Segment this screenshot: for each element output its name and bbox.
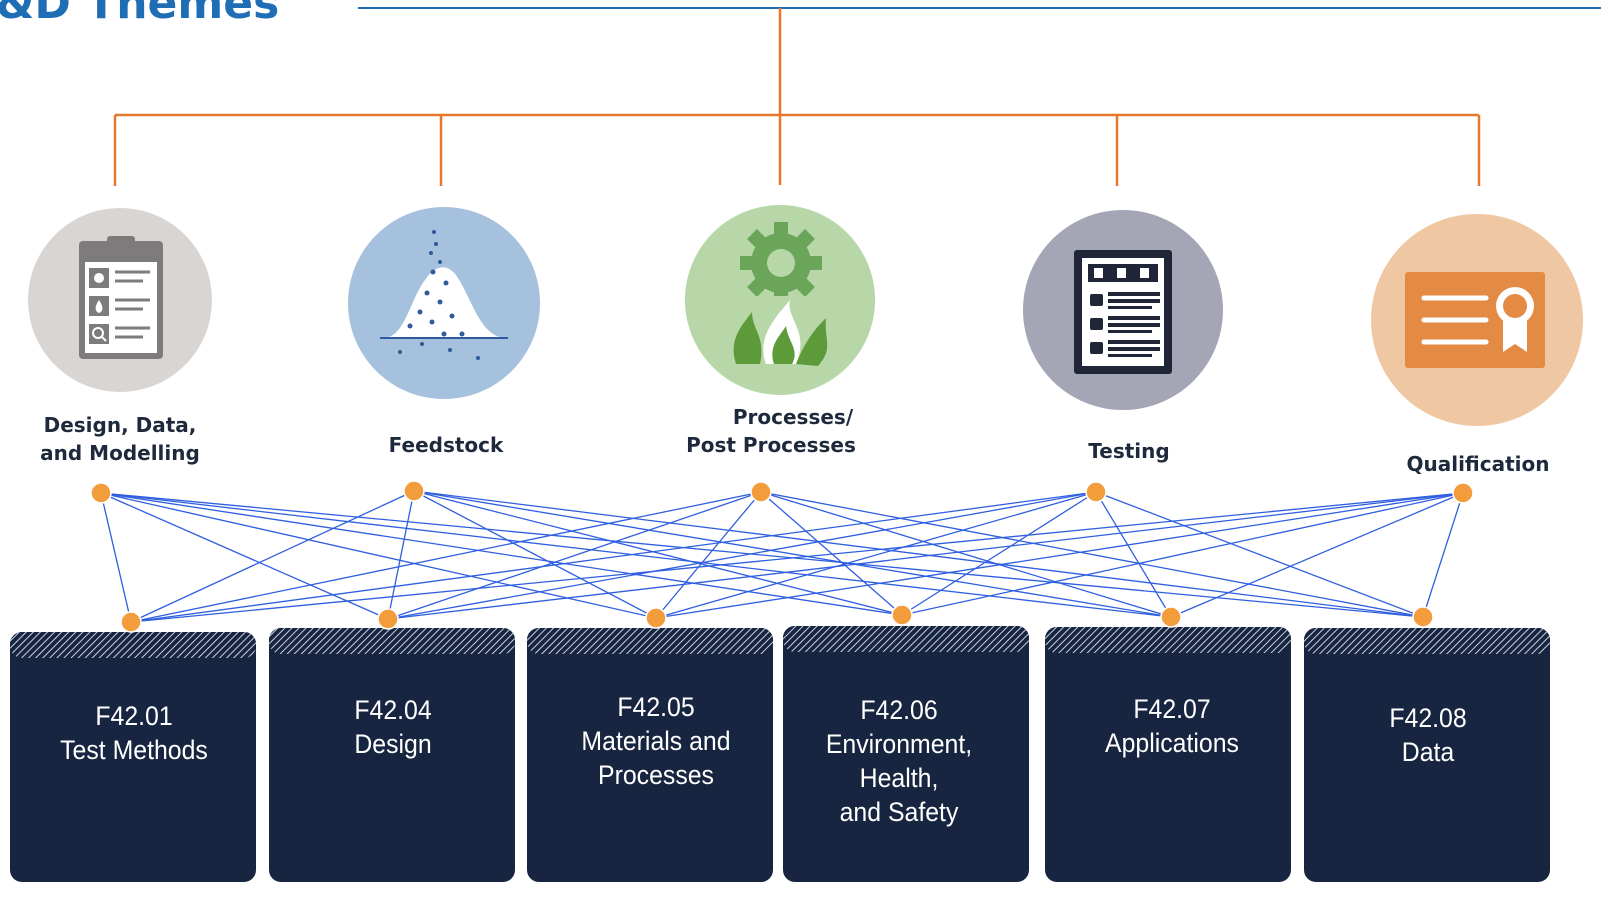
connection-line: [1170, 492, 1464, 618]
theme-node: [403, 480, 425, 502]
connection-line: [130, 491, 762, 623]
connection-line: [413, 490, 657, 619]
box-hatched-header: [1045, 627, 1291, 653]
connection-line: [1095, 491, 1424, 618]
connection-line: [413, 490, 1172, 618]
box-hatched-header: [10, 632, 256, 658]
connection-line: [413, 490, 903, 616]
committee-box: [1304, 628, 1550, 882]
theme-label-feedstock: Feedstock: [388, 433, 504, 457]
theme-node: [1085, 481, 1107, 503]
connection-line: [760, 491, 903, 616]
theme-tree: [113, 8, 1481, 186]
theme-label-processes: Processes/Post Processes: [686, 405, 856, 457]
connection-line: [387, 491, 1097, 620]
connection-line: [130, 491, 1097, 623]
connection-line: [100, 492, 903, 616]
committee-boxes: [10, 626, 1550, 882]
connection-line: [655, 491, 1097, 619]
connection-line: [1095, 491, 1172, 618]
connection-line: [100, 492, 132, 623]
committee-box: [10, 632, 256, 882]
committee-box: [269, 628, 515, 882]
box-hatched-header: [783, 626, 1029, 652]
page-title: &D Themes: [0, 0, 280, 29]
connection-line: [413, 490, 1424, 618]
box-hatched-header: [1304, 628, 1550, 654]
connection-line: [387, 490, 415, 620]
connection-line: [1422, 492, 1464, 618]
connection-network: [100, 490, 1464, 623]
test-report-icon: [1074, 250, 1172, 374]
theme-node: [750, 481, 772, 503]
connection-line: [387, 492, 1464, 620]
committee-box: [1045, 627, 1291, 882]
connection-line: [760, 491, 1172, 618]
connection-line: [387, 491, 762, 620]
connection-line: [760, 491, 1424, 618]
connection-line: [130, 492, 1464, 623]
connection-line: [100, 492, 389, 620]
certificate-icon: [1405, 272, 1545, 368]
committee-box: [527, 628, 773, 882]
committee-node: [891, 604, 913, 626]
powder-pile-icon: [380, 230, 508, 360]
connection-line: [901, 492, 1464, 616]
connection-line: [655, 491, 762, 619]
box-hatched-header: [269, 628, 515, 654]
connection-line: [100, 492, 1424, 618]
theme-label-design: Design, Data,and Modelling: [40, 413, 200, 465]
box-hatched-header: [527, 628, 773, 654]
clipboard-icon: [79, 236, 163, 359]
committee-node: [645, 607, 667, 629]
connection-line: [100, 492, 657, 619]
theme-node: [1452, 482, 1474, 504]
committee-node: [1412, 606, 1434, 628]
committee-node: [1160, 606, 1182, 628]
theme-node: [90, 482, 112, 504]
committee-box: [783, 626, 1029, 882]
theme-label-testing: Testing: [1088, 439, 1170, 463]
connection-line: [100, 492, 1172, 618]
connection-line: [655, 492, 1464, 619]
committee-node: [120, 611, 142, 633]
theme-label-qualification: Qualification: [1406, 452, 1550, 476]
connection-line: [130, 490, 415, 623]
committee-node: [377, 608, 399, 630]
connection-line: [901, 491, 1097, 616]
